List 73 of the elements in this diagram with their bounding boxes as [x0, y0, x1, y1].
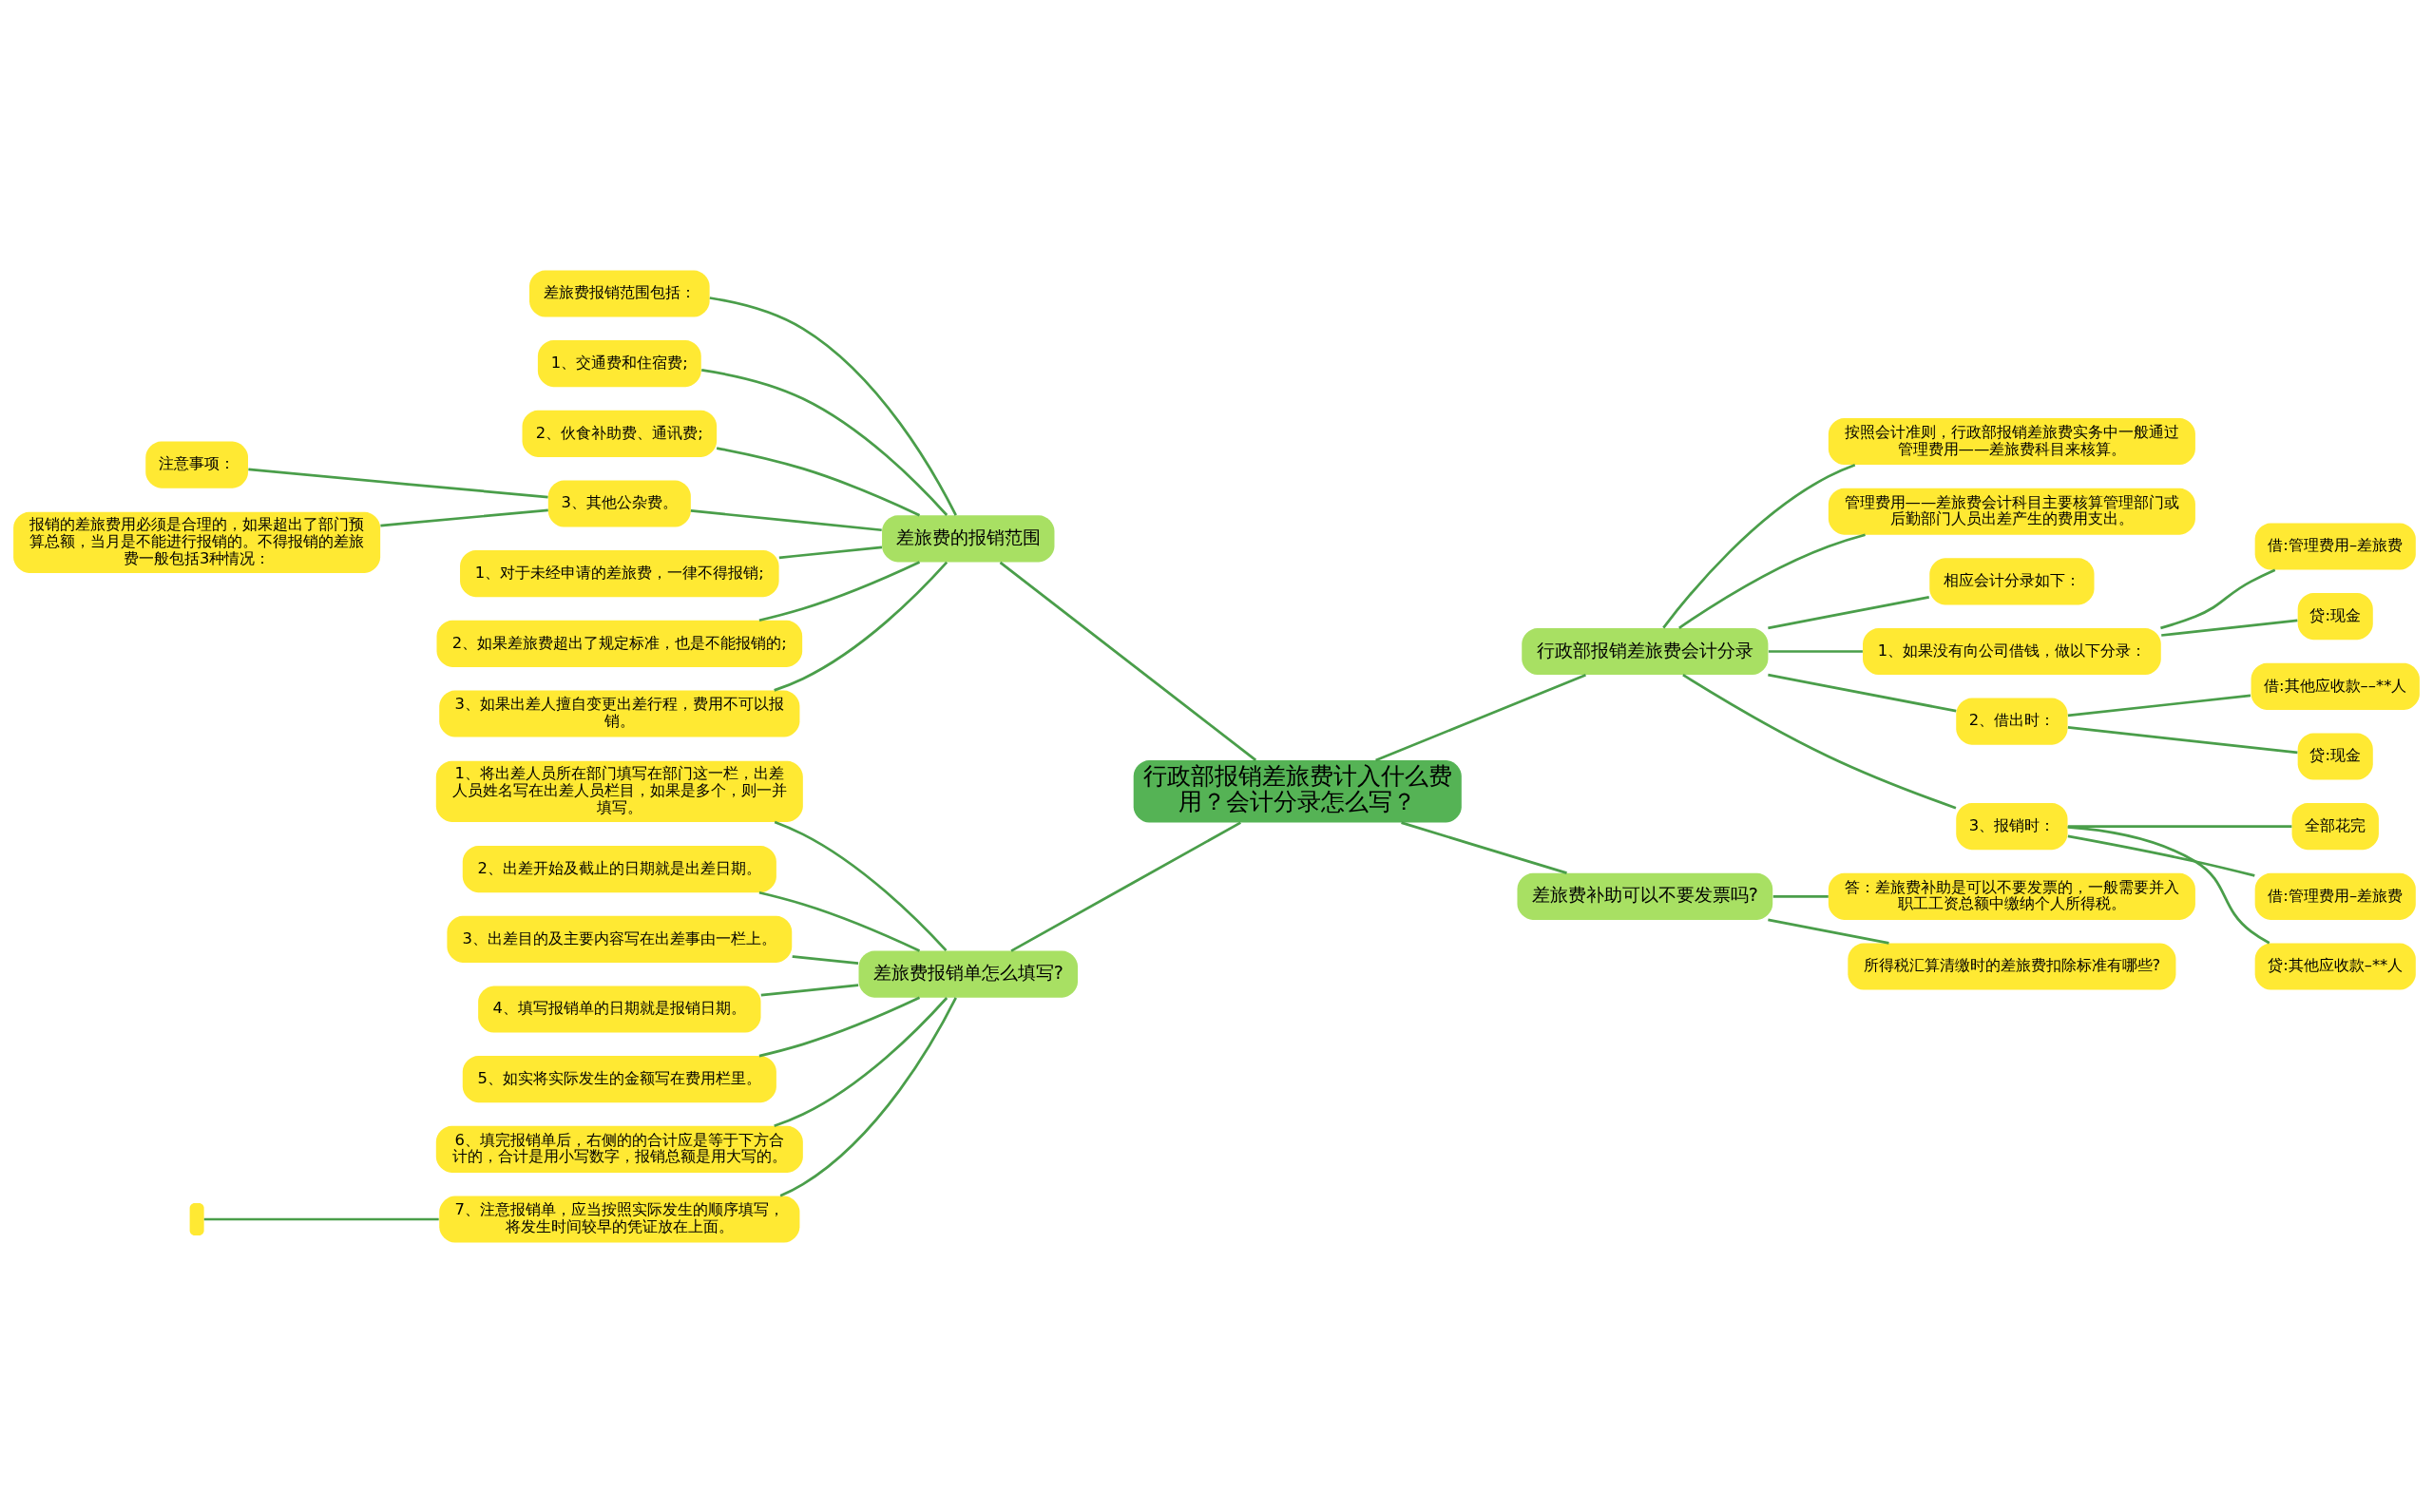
node-box: 3、如果出差人擅自变更出差行程，费用不可以报销。: [439, 689, 800, 737]
node-box: 差旅费的报销范围: [882, 514, 1055, 562]
connector: [774, 820, 948, 951]
connector: [203, 1217, 439, 1220]
node-box: 答：差旅费补助是可以不要发票的，一般需要并入职工工资总额中缴纳个人所得税。: [1828, 872, 2195, 920]
connector: [758, 996, 921, 1057]
node-box: 贷:其他应收款–**人: [2254, 942, 2416, 990]
node-box: 借:管理费用–差旅费: [2254, 872, 2416, 920]
node-box: 1、交通费和住宿费;: [537, 339, 701, 387]
connector: [1682, 673, 1957, 809]
connector: [779, 996, 957, 1197]
connector: [2067, 694, 2251, 717]
connector: [1401, 820, 1567, 874]
connector: [760, 983, 859, 996]
connector: [774, 561, 948, 692]
node-box: 1、将出差人员所在部门填写在部门这一栏，出差人员姓名写在出差人员栏目，如果是多个，则一并填写。: [435, 760, 803, 822]
connector: [2067, 834, 2255, 877]
node-box: 行政部报销差旅费计入什么费用？会计分录怎么写？: [1133, 759, 1462, 823]
connector: [2067, 824, 2292, 828]
node-box: 3、出差目的及主要内容写在出差事由一栏上。: [447, 915, 793, 963]
connector: [1768, 595, 1929, 629]
node-box: 借:管理费用–差旅费: [2254, 522, 2416, 570]
node-box: 5、如实将实际发生的金额写在费用栏里。: [462, 1055, 776, 1102]
node-box: 2、出差开始及截止的日期就是出差日期。: [462, 845, 776, 892]
connector: [248, 468, 548, 498]
connector: [709, 296, 957, 516]
node-box: 2、借出时：: [1956, 698, 2068, 745]
connector: [1768, 649, 1863, 653]
node-box: 7、注意报销单，应当按照实际发生的顺序填写，将发生时间较早的凭证放在上面。: [439, 1195, 800, 1243]
node-box: 3、报销时：: [1956, 802, 2068, 850]
connector: [380, 507, 548, 526]
connector: [2067, 825, 2270, 944]
connector: [1772, 894, 1829, 898]
node-box: 差旅费补助可以不要发票吗?: [1517, 872, 1773, 920]
node-box: 差旅费报销单怎么填写?: [858, 950, 1079, 998]
node-box: 贷:现金: [2297, 592, 2373, 640]
node-box: 所得税汇算清缴时的差旅费扣除标准有哪些?: [1848, 942, 2176, 990]
node-box: 报销的差旅费用必须是合理的，如果超出了部门预算总额，当月是不能进行报销的。不得报销的差旅费一般包括3种情况：: [13, 511, 381, 573]
connector: [1662, 463, 1856, 628]
node-box: 2、如果差旅费超出了规定标准，也是不能报销的;: [436, 620, 803, 667]
connector: [792, 954, 859, 965]
node-box: 全部花完: [2291, 802, 2379, 850]
connector: [774, 996, 948, 1127]
node-box: 相应会计分录如下：: [1929, 557, 2095, 604]
node-box: 行政部报销差旅费会计分录: [1522, 627, 1769, 675]
connector: [2161, 619, 2298, 637]
node-box: 按照会计准则，行政部报销差旅费实务中一般通过管理费用——差旅费科目来核算。: [1828, 417, 2195, 465]
connector: [1010, 820, 1241, 952]
connector: [778, 545, 883, 559]
node-box: [189, 1202, 204, 1235]
connector: [2160, 568, 2276, 629]
node-box: 2、伙食补助费、通讯费;: [522, 410, 718, 457]
connector: [1768, 673, 1957, 712]
connector: [758, 890, 921, 952]
connector: [758, 560, 921, 622]
node-box: 贷:现金: [2297, 732, 2373, 780]
connector: [701, 368, 948, 516]
connector: [1678, 532, 1866, 629]
connector: [999, 561, 1257, 761]
node-box: 1、对于未经申请的差旅费，一律不得报销;: [460, 549, 779, 597]
connector: [690, 508, 882, 531]
node-box: 差旅费报销范围包括：: [529, 269, 710, 317]
connector: [1768, 918, 1889, 945]
node-box: 管理费用——差旅费会计科目主要核算管理部门或后勤部门人员出差产生的费用支出。: [1828, 488, 2195, 535]
node-box: 6、填完报销单后，右侧的的合计应是等于下方合计的，合计是用小写数字，报销总额是用大写的。: [435, 1125, 803, 1173]
node-box: 4、填写报销单的日期就是报销日期。: [478, 985, 761, 1033]
node-box: 注意事项：: [145, 441, 248, 488]
connector: [716, 446, 921, 516]
connector: [1375, 673, 1586, 761]
node-box: 3、其他公杂费。: [547, 479, 691, 527]
connector: [2067, 725, 2298, 754]
node-box: 借:其他应收款––**人: [2251, 662, 2420, 710]
node-box: 1、如果没有向公司借钱，做以下分录：: [1863, 627, 2161, 675]
